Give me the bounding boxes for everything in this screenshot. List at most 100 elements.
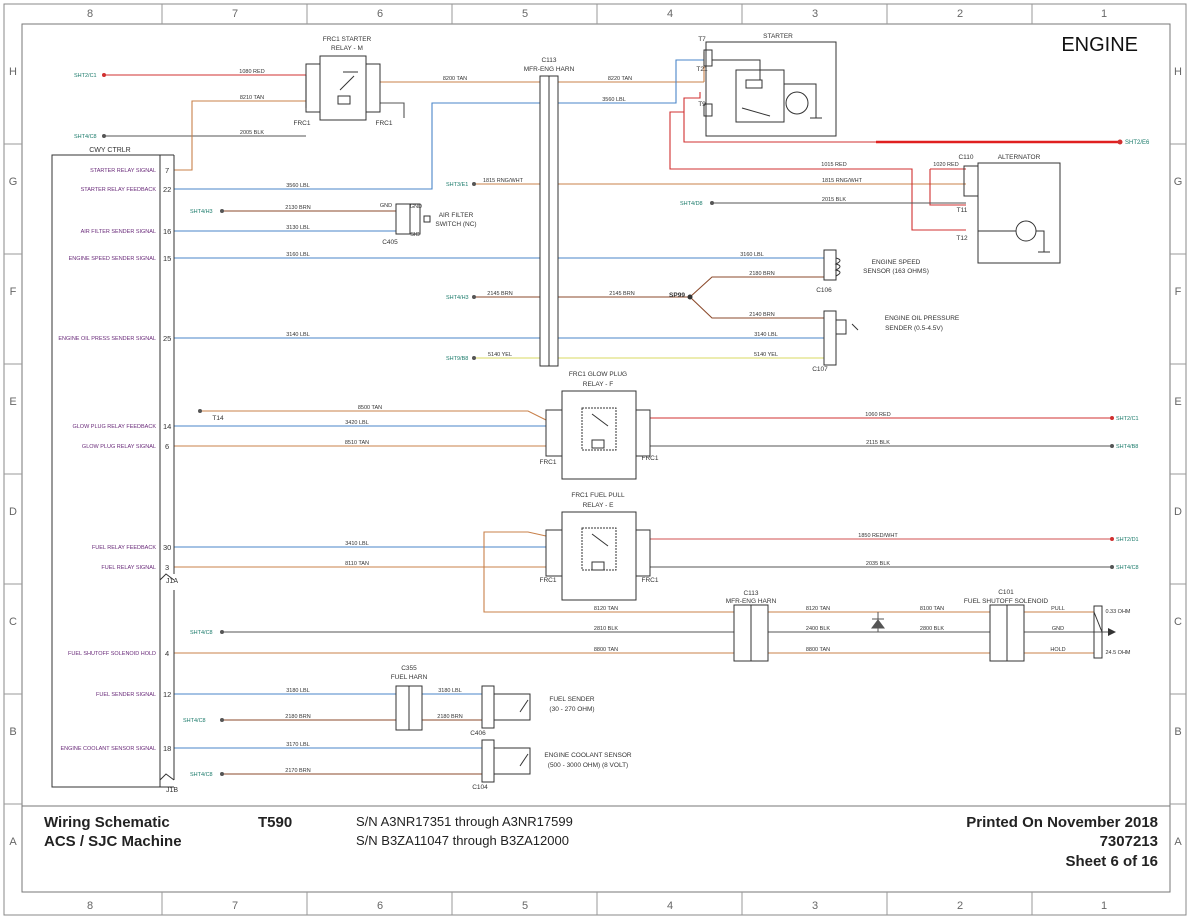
- starter-title: STARTER: [763, 33, 793, 40]
- ctrl-connector: J1B: [166, 787, 178, 794]
- sheet-ref: SHT4/C8: [1116, 565, 1139, 571]
- wire-label: 1815 RNG/WHT: [822, 178, 863, 184]
- sheet-ref: SHT4/C8: [183, 718, 206, 724]
- wire-label: 3560 LBL: [602, 97, 626, 103]
- wire-label: 2130 BRN: [285, 205, 310, 211]
- c113-label: C113: [541, 57, 556, 64]
- grid-column-label: 3: [812, 900, 818, 912]
- air-filter-title: SWITCH (NC): [435, 221, 476, 228]
- grid-column-label: 6: [377, 8, 383, 20]
- wire-label: 3160 LBL: [286, 252, 310, 258]
- ctrl-pin: 25: [163, 334, 171, 343]
- ctrl-pin-label: FUEL SENDER SIGNAL: [96, 692, 156, 698]
- ctrl-pin-label: ENGINE COOLANT SENSOR SIGNAL: [60, 746, 156, 752]
- starter-relay-title: FRC1 STARTER: [323, 36, 372, 43]
- grid-row-label: F: [1175, 286, 1182, 298]
- wire-label: 3410 LBL: [345, 541, 369, 547]
- wire-label: 1015 RED: [821, 162, 846, 168]
- c113-harness: MFR-ENG HARN: [726, 598, 777, 605]
- wire-label: 3160 LBL: [740, 252, 764, 258]
- wire-label: 2170 BRN: [285, 768, 310, 774]
- wire-label: 1080 RED: [239, 69, 264, 75]
- wire-label: 2035 BLK: [866, 561, 890, 567]
- c110-label: C110: [958, 154, 973, 161]
- sheet-ref: SHT4/H3: [190, 209, 213, 215]
- c104-label: C104: [472, 784, 488, 791]
- t11-label: T11: [957, 207, 968, 214]
- wire-label: 5140 YEL: [488, 352, 512, 358]
- c101-label: C101: [998, 589, 1014, 596]
- ctrl-pin-label: AIR FILTER SENDER SIGNAL: [81, 229, 156, 235]
- t14-label: T14: [212, 415, 224, 422]
- ctrl-pin: 3: [165, 563, 169, 572]
- wire-label: 8220 TAN: [608, 76, 632, 82]
- starter-relay-title: RELAY - M: [331, 45, 363, 52]
- t7-label: T7: [698, 36, 706, 43]
- wire-label: 2015 BLK: [822, 197, 846, 203]
- fuel-sender-title: FUEL SENDER: [549, 696, 595, 703]
- grid-column-label: 5: [522, 900, 528, 912]
- wire-label: 8510 TAN: [345, 440, 369, 446]
- ctrl-pin: 30: [163, 543, 171, 552]
- ctrl-pin: 15: [163, 254, 171, 263]
- grid-row-label: E: [9, 396, 16, 408]
- wire-label: 2145 BRN: [487, 291, 512, 297]
- grid-row-label: H: [1174, 66, 1182, 78]
- sheet-ref: SHT4/C8: [190, 772, 213, 778]
- ctrl-pin: 22: [163, 185, 171, 194]
- sig-label: SIG: [410, 232, 419, 238]
- t21-label: T21: [696, 66, 708, 73]
- speed-sensor-title: SENSOR (163 OHMS): [863, 268, 929, 275]
- wire-label: 8110 TAN: [345, 561, 369, 567]
- sheet-ref: SHT2/D1: [1116, 537, 1139, 543]
- glow-relay-title: FRC1 GLOW PLUG: [569, 371, 627, 378]
- grid-row-label: C: [1174, 616, 1182, 628]
- c106-label: C106: [816, 287, 832, 294]
- speed-sensor-title: ENGINE SPEED: [872, 259, 921, 266]
- grid-row-label: A: [1174, 836, 1182, 848]
- wire-label: 5140 YEL: [754, 352, 778, 358]
- ctrl-pin-label: FUEL SHUTOFF SOLENOID HOLD: [68, 651, 156, 657]
- sheet-ref: SHT4/H3: [446, 295, 469, 301]
- serial-range-2: S/N B3ZA11047 through B3ZA12000: [356, 833, 569, 848]
- oil-pressure-title: ENGINE OIL PRESSURE: [885, 315, 960, 322]
- wire-label: 8800 TAN: [594, 647, 618, 653]
- wire-label: 1020 RED: [933, 162, 958, 168]
- ctrl-pin: 12: [163, 690, 171, 699]
- ohm-label: 0.33 OHM: [1105, 609, 1130, 615]
- sheet-ref: SHT4/B8: [1116, 444, 1138, 450]
- model-number: T590: [258, 814, 293, 831]
- t12-label: T12: [956, 235, 968, 242]
- c107-label: C107: [812, 366, 828, 373]
- wire-label: 8100 TAN: [920, 606, 944, 612]
- ctrl-pin-label: ENGINE OIL PRESS SENDER SIGNAL: [58, 336, 156, 342]
- ctrl-pin-label: ENGINE SPEED SENDER SIGNAL: [69, 256, 156, 262]
- ctrl-pin-label: STARTER RELAY FEEDBACK: [81, 187, 157, 193]
- air-filter-title: AIR FILTER: [439, 212, 474, 219]
- ctrl-pin: 7: [165, 166, 169, 175]
- grid-row-label: G: [9, 176, 18, 188]
- grid-column-label: 2: [957, 8, 963, 20]
- printed-date: Printed On November 2018: [966, 814, 1158, 831]
- wire-label: 8800 TAN: [806, 647, 830, 653]
- grid-row-label: C: [9, 616, 17, 628]
- gnd-label: GND: [380, 203, 392, 209]
- glow-relay-title: RELAY - F: [583, 381, 613, 388]
- sheet-ref: SHT4/C8: [190, 630, 213, 636]
- fuel-relay-title: FRC1 FUEL PULL: [571, 492, 625, 499]
- grid-column-label: 7: [232, 900, 238, 912]
- ctrl-pin: 4: [165, 649, 169, 658]
- ohm-label: 24.5 OHM: [1105, 650, 1130, 656]
- gnd-label: GND: [410, 204, 422, 210]
- oil-pressure-title: SENDER (0.5-4.5V): [885, 325, 943, 332]
- frc1-label: FRC1: [294, 120, 311, 127]
- wire-label: 2005 BLK: [240, 130, 264, 136]
- wire-label: 2810 BLK: [594, 626, 618, 632]
- sheet-ref: SHT4/C8: [74, 134, 97, 140]
- wire-label: 1060 RED: [865, 412, 890, 418]
- grid-column-label: 4: [667, 8, 673, 20]
- ctrl-pin: 6: [165, 442, 169, 451]
- frc1-label: FRC1: [540, 577, 557, 584]
- grid-column-label: 5: [522, 8, 528, 20]
